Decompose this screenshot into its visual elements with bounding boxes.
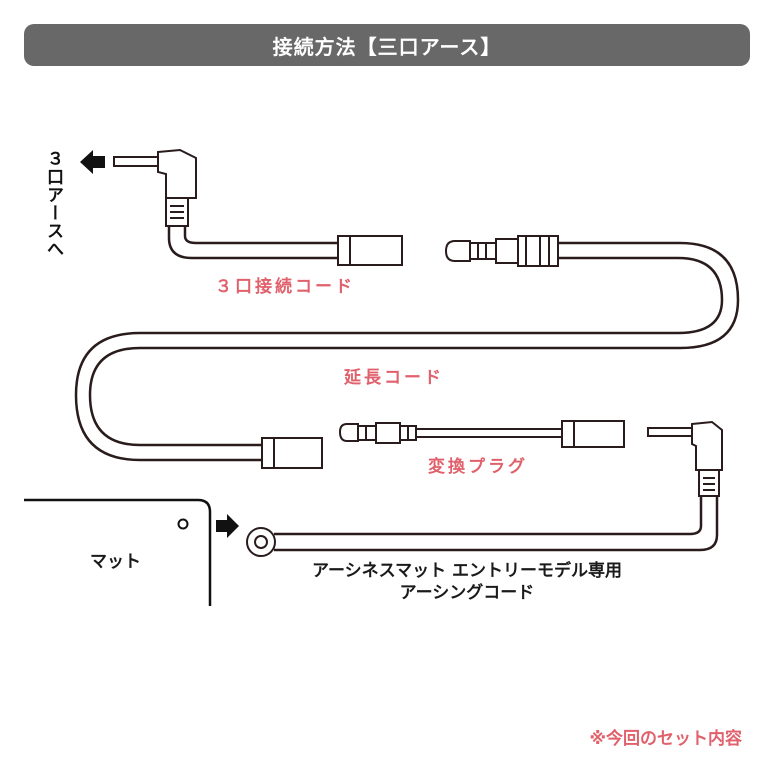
earthing-cord <box>246 420 723 557</box>
adapter-plug-label: 変換プラグ <box>428 457 528 477</box>
to-outlet-label: ３口アースへ <box>43 150 63 258</box>
arrow-left-icon <box>80 150 105 174</box>
mat-label: マット <box>90 552 141 572</box>
earthing-cord-label-line1: アーシネスマット エントリーモデル専用 <box>311 561 623 581</box>
page-title: 接続方法【三口アース】 <box>24 24 750 66</box>
earthing-cord-label-line2: アーシングコード <box>399 583 535 603</box>
set-contents-note: ※今回のセット内容 <box>589 729 742 749</box>
three-port-cord-label: ３口接続コード <box>215 277 355 297</box>
three-port-cord <box>113 148 403 266</box>
extension-cord-label: 延長コード <box>344 368 444 388</box>
extension-male-plug <box>444 235 559 267</box>
page-title-text: 接続方法【三口アース】 <box>272 34 502 59</box>
extension-cord <box>74 241 740 462</box>
extension-female-socket <box>261 437 323 469</box>
mat <box>24 498 212 606</box>
adapter-plug <box>338 420 625 448</box>
arrow-right-icon <box>216 514 239 538</box>
